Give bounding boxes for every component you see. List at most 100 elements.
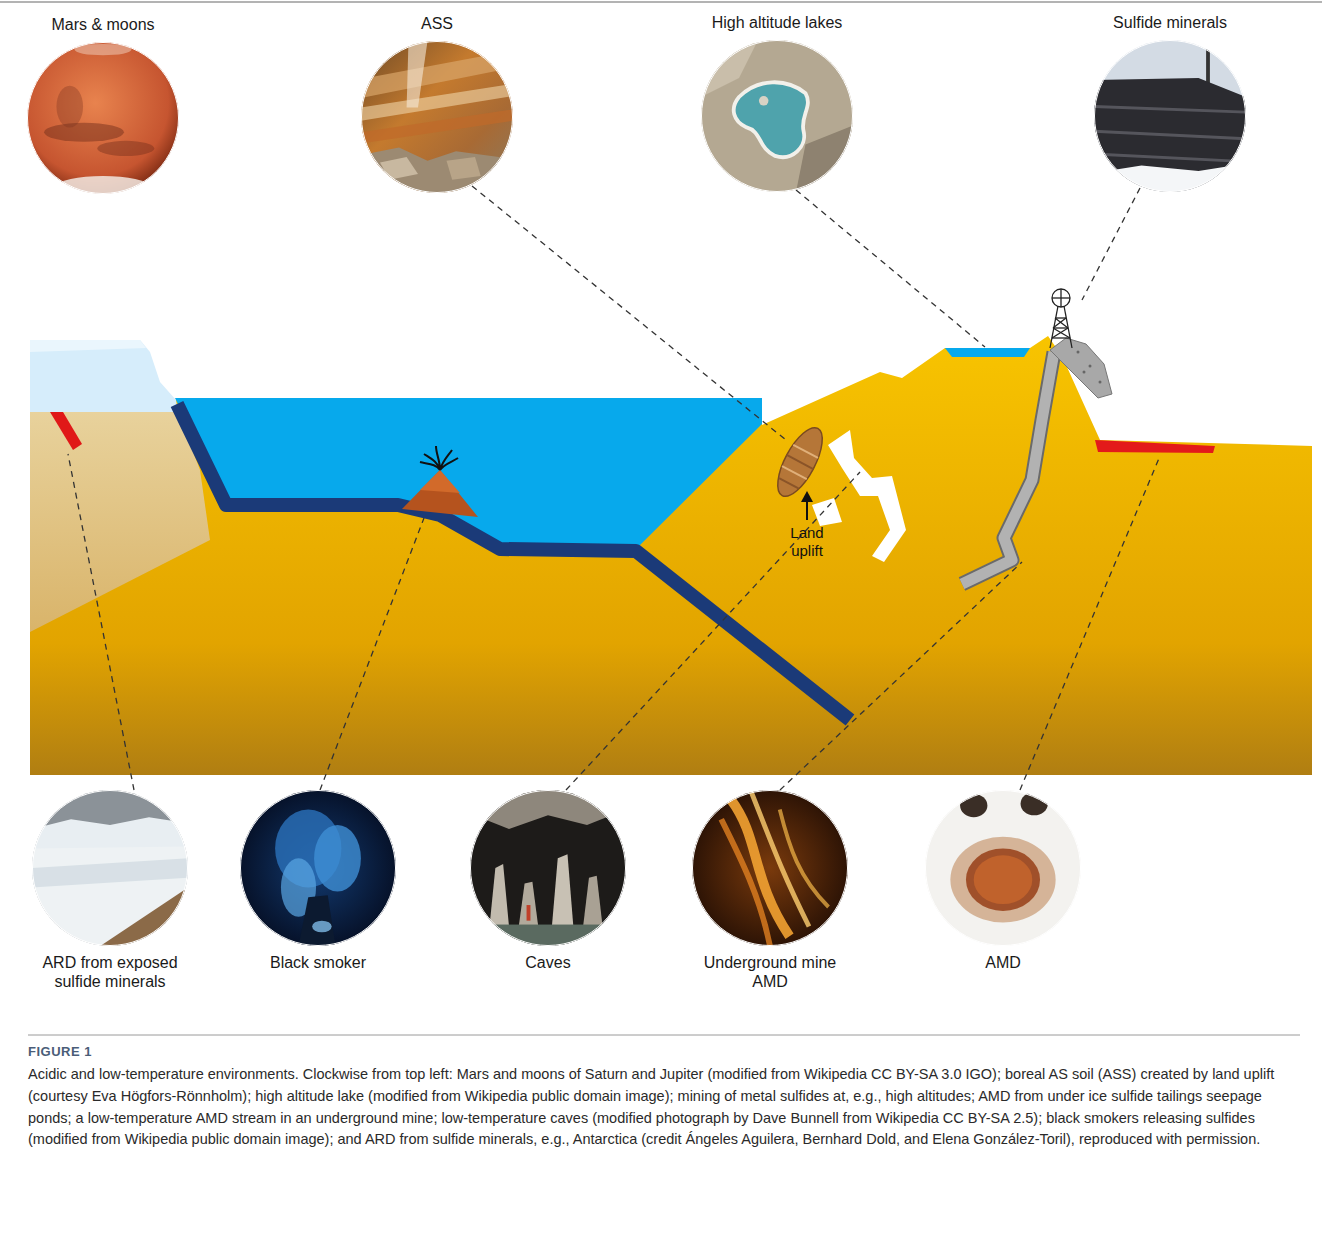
photo-circle xyxy=(692,790,848,946)
photo-circle xyxy=(32,817,188,850)
photo-circle xyxy=(1094,40,1246,192)
photo-circle xyxy=(960,794,987,817)
ocean xyxy=(177,404,850,720)
tailings-heap xyxy=(1077,351,1080,354)
mine-shaft xyxy=(962,352,1054,584)
ard-vein xyxy=(50,412,82,450)
photo-circle xyxy=(27,42,179,194)
cave-channels xyxy=(812,430,906,562)
photo-circle xyxy=(974,855,1033,904)
photo-circle xyxy=(27,42,179,194)
uplift-label: Land uplift xyxy=(779,524,835,560)
photo-circle xyxy=(519,882,539,927)
mine-shaft xyxy=(962,352,1054,584)
high-altitude-lake xyxy=(945,348,1030,357)
photo-circle xyxy=(470,790,626,946)
leader-lines xyxy=(472,186,786,440)
black-smoker-vent xyxy=(420,446,458,470)
headframe-tower xyxy=(1052,337,1070,338)
photo-circle xyxy=(361,41,513,193)
leader-lines xyxy=(796,190,985,347)
acid-sulfate-soil-lens xyxy=(769,421,831,502)
acid-sulfate-soil-lens xyxy=(779,478,798,488)
headframe-tower xyxy=(1064,306,1072,348)
photo-circle xyxy=(470,790,626,946)
black-smoker-vent xyxy=(402,446,478,517)
amd-seepage-strip xyxy=(1095,440,1215,453)
environment-label: ARD from exposed sulfide minerals xyxy=(20,953,200,991)
earth-body xyxy=(30,336,1312,775)
ice-shelf xyxy=(30,340,146,352)
photo-circle xyxy=(57,176,148,194)
leader-lines xyxy=(780,562,1022,790)
acid-sulfate-soil-lens xyxy=(769,421,831,502)
photo-circle xyxy=(447,157,481,180)
amd-seepage-strip xyxy=(1095,440,1215,453)
environment-label: High altitude lakes xyxy=(677,13,877,32)
leader-lines xyxy=(1020,456,1160,790)
photo-circle xyxy=(1094,78,1246,192)
photo-circle xyxy=(925,790,1081,946)
black-smoker-vent xyxy=(420,470,460,493)
rule-line xyxy=(0,1,1322,3)
earth-body xyxy=(30,336,1312,775)
headframe-tower xyxy=(1052,289,1070,307)
photo-circle xyxy=(1094,154,1246,162)
photo-circle xyxy=(241,791,396,946)
photo-circle xyxy=(1094,107,1246,113)
lake-photo-node: High altitude lakes xyxy=(677,13,877,192)
photo-circle xyxy=(471,791,626,946)
photo-circle xyxy=(1094,40,1246,192)
snow-photo-node: AMD xyxy=(918,790,1088,973)
photo-circle xyxy=(312,921,332,933)
uplift-arrow xyxy=(801,491,813,520)
photo-circle xyxy=(925,790,1081,946)
leader-lines xyxy=(566,472,860,790)
ocean xyxy=(175,398,850,720)
headframe-tower xyxy=(1060,289,1061,307)
tailings-heap xyxy=(1050,338,1112,398)
photo-circle xyxy=(32,790,188,946)
photo-circle xyxy=(97,141,154,156)
photo-circle xyxy=(925,790,1081,946)
photo-circle xyxy=(701,40,853,192)
soil-photo-node: ASS xyxy=(352,14,522,193)
photo-circle xyxy=(470,790,626,946)
photo-circle xyxy=(32,790,188,946)
rule-line xyxy=(28,1035,1300,1036)
tailings-heap xyxy=(1083,371,1086,374)
photo-circle xyxy=(701,40,853,192)
leader-lines xyxy=(1082,188,1140,300)
photo-circle xyxy=(299,895,336,946)
photo-circle xyxy=(527,905,531,921)
photo-circle xyxy=(1094,40,1246,192)
photo-circle xyxy=(966,849,1040,911)
headframe-tower xyxy=(1050,289,1072,348)
environment-label: Black smoker xyxy=(233,953,403,972)
leader-lines xyxy=(68,454,134,790)
uplift-arrow xyxy=(806,500,808,520)
headframe-tower xyxy=(1053,327,1068,328)
photo-circle xyxy=(240,790,396,946)
figure-caption: Acidic and low-temperature environments.… xyxy=(28,1064,1296,1151)
headframe-tower xyxy=(1053,318,1066,328)
photo-circle xyxy=(380,157,418,180)
ice-shelf xyxy=(30,340,178,412)
photo-circle xyxy=(361,109,513,143)
photo-circle xyxy=(780,810,829,908)
leader-lines xyxy=(68,186,1160,790)
photo-circle xyxy=(1021,792,1048,815)
photo-circle xyxy=(33,791,188,946)
environment-label: ASS xyxy=(352,14,522,33)
environment-label: Sulfide minerals xyxy=(1075,13,1265,32)
photo-circle xyxy=(692,790,848,946)
photo-circle xyxy=(490,864,510,926)
photo-circle xyxy=(32,790,188,946)
cave-photo-node: Caves xyxy=(463,790,633,973)
photo-circle xyxy=(1094,131,1246,139)
photo-circle xyxy=(44,123,124,142)
cave-channels xyxy=(812,498,842,526)
rule-line xyxy=(0,2,1322,1035)
ice-photo-node: ARD from exposed sulfide minerals xyxy=(20,790,200,992)
acid-sulfate-soil-lens xyxy=(793,445,818,458)
